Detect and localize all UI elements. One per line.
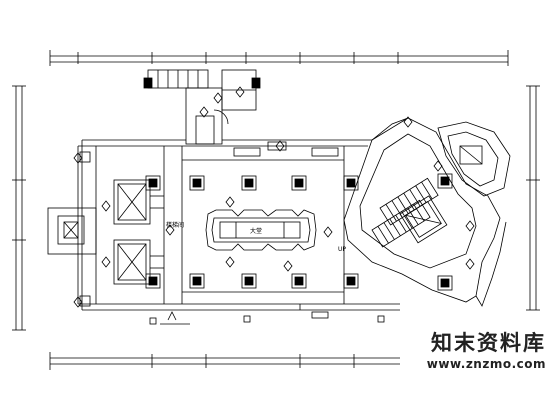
room-label-center: 大堂 [250, 228, 263, 235]
center-ceiling-panel [205, 209, 317, 251]
elevator-lower [113, 239, 164, 285]
watermark: 知末资料库 www.znzmo.com [427, 330, 546, 372]
watermark-site-name: 知末资料库 [431, 331, 546, 355]
room-label-left: 楼梯间 [166, 222, 185, 229]
bottom-dimension-line [49, 352, 400, 370]
bottom-wall-details [149, 304, 385, 325]
watermark-url: www.znzmo.com [426, 357, 546, 371]
left-vestibule [47, 207, 97, 255]
ceiling-fixtures [145, 173, 453, 291]
left-dimension-line [12, 85, 26, 331]
right-dimension-line [526, 85, 540, 311]
stair-label: UP [338, 246, 347, 253]
staircase-area [343, 117, 511, 307]
top-stair-shaft [143, 69, 261, 145]
elevator-upper [113, 179, 164, 225]
top-dimension-line [49, 50, 509, 66]
building-outline [77, 117, 409, 311]
